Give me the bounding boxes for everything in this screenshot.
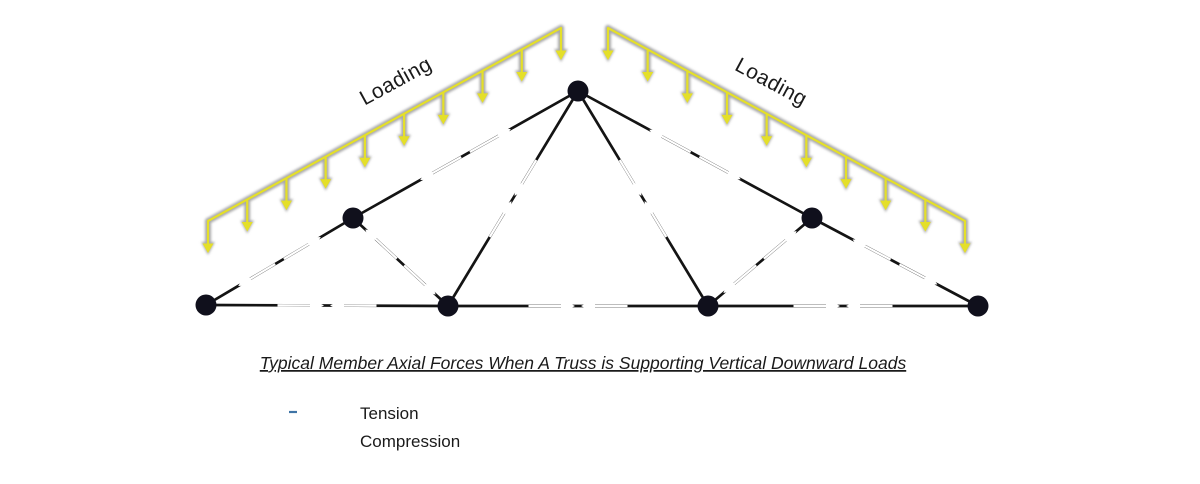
legend-marker-tension	[234, 402, 352, 422]
legend-marker-compression	[231, 430, 357, 450]
truss-member	[810, 216, 980, 308]
compression-arrows	[723, 230, 797, 294]
force-marker-glow-layer	[226, 118, 949, 316]
truss-node	[801, 207, 823, 229]
compression-arrows	[243, 432, 345, 448]
compression-arrows	[238, 237, 321, 286]
loading-comb-left	[201, 25, 568, 255]
truss-members-layer	[204, 89, 980, 308]
compression-arrows	[852, 239, 938, 285]
legend-label-tension: Tension	[360, 404, 419, 423]
compression-arrows	[365, 229, 436, 295]
truss-node	[437, 295, 459, 317]
truss-member	[204, 303, 450, 308]
tension-arrows	[247, 404, 339, 420]
truss-node	[342, 207, 364, 229]
diagram-title: Typical Member Axial Forces When A Truss…	[260, 353, 907, 373]
truss-member	[576, 89, 814, 220]
legend-label-compression: Compression	[360, 432, 460, 451]
truss-nodes-layer	[195, 80, 989, 317]
tension-arrows	[618, 159, 668, 238]
force-marker-arrow-layer	[238, 128, 938, 314]
legend-marker-layer	[231, 402, 357, 450]
truss-node	[967, 295, 989, 317]
truss-member	[446, 89, 580, 308]
truss-node	[195, 294, 217, 316]
loading-comb-right	[601, 25, 972, 255]
tension-arrows	[793, 298, 893, 314]
tension-arrows	[277, 298, 377, 313]
compression-arrows	[649, 129, 741, 180]
truss-member	[351, 89, 580, 220]
compression-arrows	[420, 128, 511, 181]
truss-member	[576, 89, 710, 308]
truss-node	[697, 295, 719, 317]
tension-arrows	[528, 298, 628, 314]
tension-arrows	[488, 159, 538, 238]
truss-member	[204, 216, 355, 307]
loading-arrows-layer	[201, 25, 972, 255]
truss-node	[567, 80, 589, 102]
